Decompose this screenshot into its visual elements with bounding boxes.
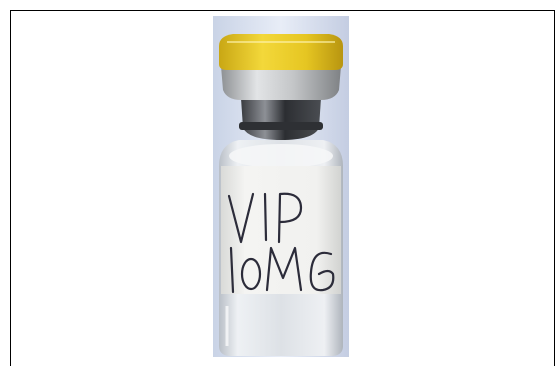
vial-photo xyxy=(213,16,349,357)
vial-powder xyxy=(229,144,333,168)
label-text-vip xyxy=(227,192,303,244)
label-text-10mg xyxy=(229,246,335,294)
vial-cap xyxy=(219,34,343,70)
vial-crimp xyxy=(221,66,341,100)
vial-neck xyxy=(241,98,321,140)
vial-neck-rim xyxy=(239,122,323,130)
